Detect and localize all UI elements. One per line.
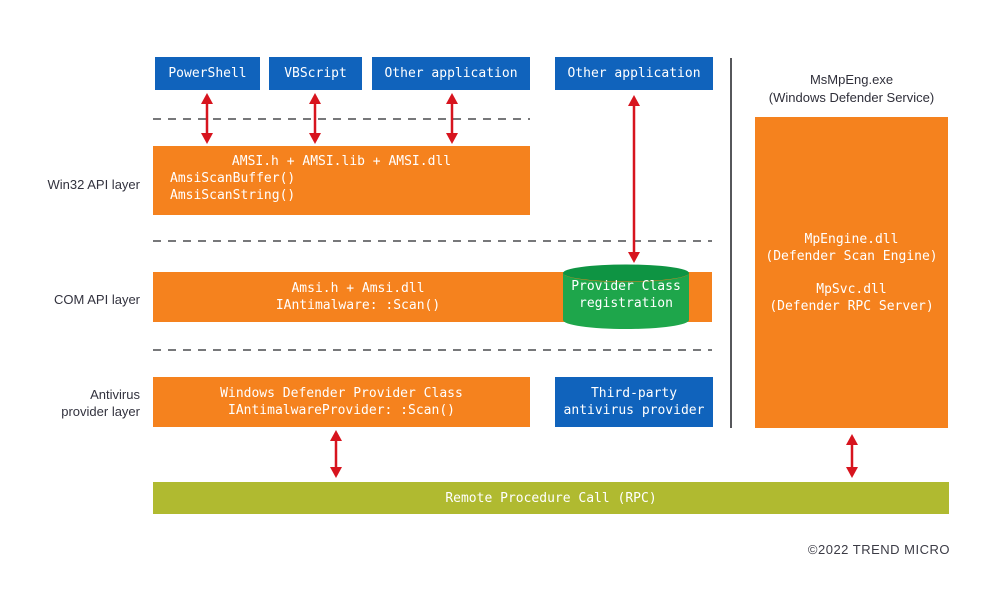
amsiscanstring-line: AmsiScanString() xyxy=(170,188,296,203)
com-api-layer-label: COM API layer xyxy=(54,292,140,307)
cylinder-icon xyxy=(563,264,689,329)
dashed-separator-2 xyxy=(153,240,712,242)
cylinder-line2: registration xyxy=(579,296,673,311)
win32-api-layer-label: Win32 API layer xyxy=(47,177,141,192)
dashed-separator-1 xyxy=(153,118,530,120)
antivirus-label-line1: Antivirus xyxy=(90,387,140,402)
mpsvc-line2: (Defender RPC Server) xyxy=(769,298,934,314)
rpc-bar-label: Remote Procedure Call (RPC) xyxy=(445,490,657,506)
other-application-label-1: Other application xyxy=(384,66,518,81)
antivirus-provider-layer-label: Antivirus provider layer xyxy=(18,386,140,420)
defender-provider-line1: Windows Defender Provider Class xyxy=(220,386,463,401)
double-arrow-icon-service-to-rpc xyxy=(846,434,858,478)
third-party-line2: antivirus provider xyxy=(563,403,705,418)
double-arrow-icon-defender-to-rpc xyxy=(330,430,342,478)
copyright-text: ©2022 TREND MICRO xyxy=(807,542,950,557)
vbscript-label: VBScript xyxy=(284,66,347,81)
mpengine-line1: MpEngine.dll xyxy=(804,231,899,247)
com-amsi-line1: Amsi.h + Amsi.dll xyxy=(291,281,425,296)
third-party-line1: Third-party xyxy=(590,386,678,401)
powershell-box: PowerShell xyxy=(155,57,260,90)
defender-service-box: MpEngine.dll (Defender Scan Engine) MpSv… xyxy=(755,117,948,428)
defender-provider-line2: IAntimalwareProvider: :Scan() xyxy=(228,403,455,418)
cylinder-text: Provider Class registration xyxy=(562,278,690,312)
mpsvc-line1: MpSvc.dll xyxy=(816,281,887,297)
msmpeng-title-line1: MsMpEng.exe xyxy=(809,72,894,87)
third-party-provider-box: Third-party antivirus provider xyxy=(555,377,713,427)
win32-amsi-title: AMSI.h + AMSI.lib + AMSI.dll xyxy=(231,154,452,169)
msmpeng-title: MsMpEng.exe (Windows Defender Service) xyxy=(745,71,958,107)
vertical-divider xyxy=(730,58,732,428)
defender-provider-class-box: Windows Defender Provider Class IAntimal… xyxy=(153,377,530,427)
com-amsi-line2: IAntimalware: :Scan() xyxy=(275,298,441,313)
dashed-separator-3 xyxy=(153,349,712,351)
double-arrow-icon-other-app-to-cylinder xyxy=(628,95,640,263)
cylinder-line1: Provider Class xyxy=(571,279,681,294)
mpengine-line2: (Defender Scan Engine) xyxy=(765,248,938,264)
amsiscanbuffer-line: AmsiScanBuffer() xyxy=(170,171,296,186)
other-application-box-1: Other application xyxy=(372,57,530,90)
rpc-bar: Remote Procedure Call (RPC) xyxy=(153,482,949,514)
com-amsi-text: Amsi.h + Amsi.dll IAntimalware: :Scan() xyxy=(153,272,563,322)
powershell-label: PowerShell xyxy=(168,66,247,81)
other-application-box-2: Other application xyxy=(555,57,713,90)
provider-class-registration-cylinder: Provider Class registration xyxy=(562,264,690,330)
win32-amsi-box: AMSI.h + AMSI.lib + AMSI.dll AmsiScanBuf… xyxy=(153,146,530,215)
antivirus-label-line2: provider layer xyxy=(61,404,140,419)
msmpeng-title-line2: (Windows Defender Service) xyxy=(768,90,935,105)
other-application-label-2: Other application xyxy=(567,66,701,81)
vbscript-box: VBScript xyxy=(269,57,362,90)
